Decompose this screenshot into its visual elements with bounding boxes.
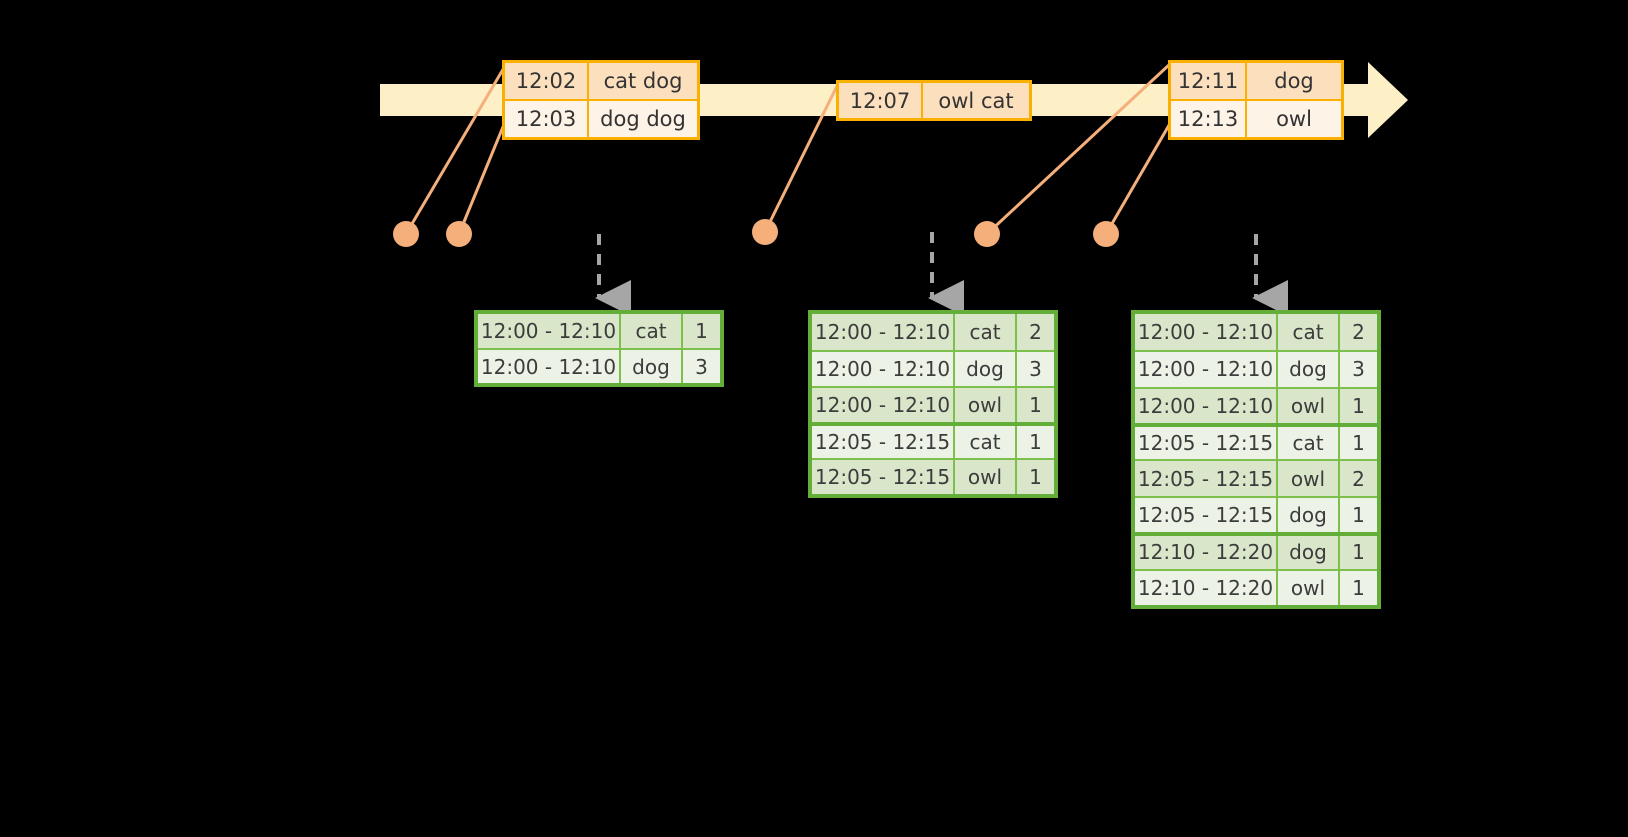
event-time: 12:03 [505,101,589,137]
count-cell: 1 [1029,465,1042,489]
count-cell: 2 [1352,320,1365,345]
key-cell: dog [1278,497,1340,533]
window-cell: 12:00 - 12:10 [1135,314,1278,351]
event-row: 12:02 cat dog [505,63,697,99]
window-cell: 12:00 - 12:10 [812,387,955,422]
key-cell: owl [955,387,1017,422]
event-row: 12:03 dog dog [505,99,697,137]
table-row: 12:00 - 12:10 cat 1 [478,314,720,349]
event-row: 12:13 owl [1171,99,1341,137]
count-cell: 2 [1029,319,1042,344]
table-row: 12:00 - 12:10 dog 3 [478,348,720,383]
table-row: 12:00 - 12:10 cat 2 [1135,314,1377,351]
table-row: 12:00 - 12:10 owl 1 [812,385,1054,422]
table-row: 12:00 - 12:10 cat 2 [812,314,1054,350]
emit-arrows [595,232,1288,316]
table-row: 12:00 - 12:10 dog 3 [812,349,1054,386]
key-cell: cat [1278,314,1340,351]
key-cell: owl [1278,461,1340,496]
count-cell: 1 [1352,540,1365,565]
window-cell: 12:00 - 12:10 [478,314,621,349]
table-row: 12:10 - 12:20 dog 1 [1135,532,1377,569]
event-box-1[interactable]: 12:02 cat dog 12:03 dog dog [502,60,700,140]
event-value: cat dog [603,69,683,93]
window-cell: 12:10 - 12:20 [1135,536,1278,569]
event-time: 12:02 [505,63,589,99]
key-cell: owl [1278,570,1340,605]
event-row: 12:07 owl cat [839,83,1029,118]
count-cell: 3 [1352,357,1365,382]
window-cell: 12:05 - 12:15 [1135,427,1278,460]
table-row: 12:05 - 12:15 owl 2 [1135,459,1377,496]
window-cell: 12:00 - 12:10 [812,314,955,350]
key-cell: cat [1278,427,1340,460]
key-cell: owl [1278,388,1340,424]
event-time: 12:07 [839,83,923,118]
event-dot [974,221,1000,247]
result-table-3[interactable]: 12:00 - 12:10 cat 2 12:00 - 12:10 dog 3 … [1131,310,1381,609]
count-cell: 3 [695,354,708,379]
event-value: owl cat [938,88,1014,113]
count-cell: 1 [1352,393,1365,418]
table-row: 12:00 - 12:10 owl 1 [1135,386,1377,424]
window-cell: 12:00 - 12:10 [478,350,621,383]
count-cell: 1 [1029,429,1042,454]
key-cell: cat [955,425,1017,458]
table-row: 12:05 - 12:15 dog 1 [1135,495,1377,533]
window-cell: 12:05 - 12:15 [812,425,955,458]
event-value: dog dog [600,107,686,131]
key-cell: cat [621,314,683,349]
event-dot [1093,221,1119,247]
count-cell: 2 [1352,466,1365,491]
window-cell: 12:05 - 12:15 [1135,461,1278,496]
table-row: 12:05 - 12:15 cat 1 [1135,423,1377,460]
table-row: 12:00 - 12:10 dog 3 [1135,350,1377,387]
key-cell: dog [1278,352,1340,387]
count-cell: 1 [1352,502,1365,527]
table-row: 12:05 - 12:15 cat 1 [812,421,1054,458]
event-value: owl [1276,107,1312,131]
count-cell: 1 [1029,392,1042,417]
event-box-2[interactable]: 12:07 owl cat [836,80,1032,121]
key-cell: dog [621,350,683,383]
window-cell: 12:05 - 12:15 [812,460,955,494]
table-row: 12:10 - 12:20 owl 1 [1135,568,1377,605]
result-table-2[interactable]: 12:00 - 12:10 cat 2 12:00 - 12:10 dog 3 … [808,310,1058,498]
event-dots [393,219,1119,247]
event-dot [446,221,472,247]
count-cell: 1 [695,319,708,344]
event-time: 12:11 [1171,63,1247,99]
count-cell: 3 [1029,356,1042,381]
key-cell: dog [955,351,1017,386]
event-value: dog [1274,69,1314,93]
window-cell: 12:10 - 12:20 [1135,570,1278,605]
count-cell: 1 [1352,575,1365,600]
key-cell: owl [955,460,1017,494]
event-dot [752,219,778,245]
table-row: 12:05 - 12:15 owl 1 [812,458,1054,494]
event-row: 12:11 dog [1171,63,1341,99]
event-time: 12:13 [1171,101,1247,137]
event-dot [393,221,419,247]
window-cell: 12:00 - 12:10 [1135,352,1278,387]
result-table-1[interactable]: 12:00 - 12:10 cat 1 12:00 - 12:10 dog 3 [474,310,724,387]
key-cell: cat [955,314,1017,350]
event-box-3[interactable]: 12:11 dog 12:13 owl [1168,60,1344,140]
key-cell: dog [1278,536,1340,569]
window-cell: 12:05 - 12:15 [1135,497,1278,533]
count-cell: 1 [1352,431,1365,456]
window-cell: 12:00 - 12:10 [812,351,955,386]
window-cell: 12:00 - 12:10 [1135,388,1278,424]
